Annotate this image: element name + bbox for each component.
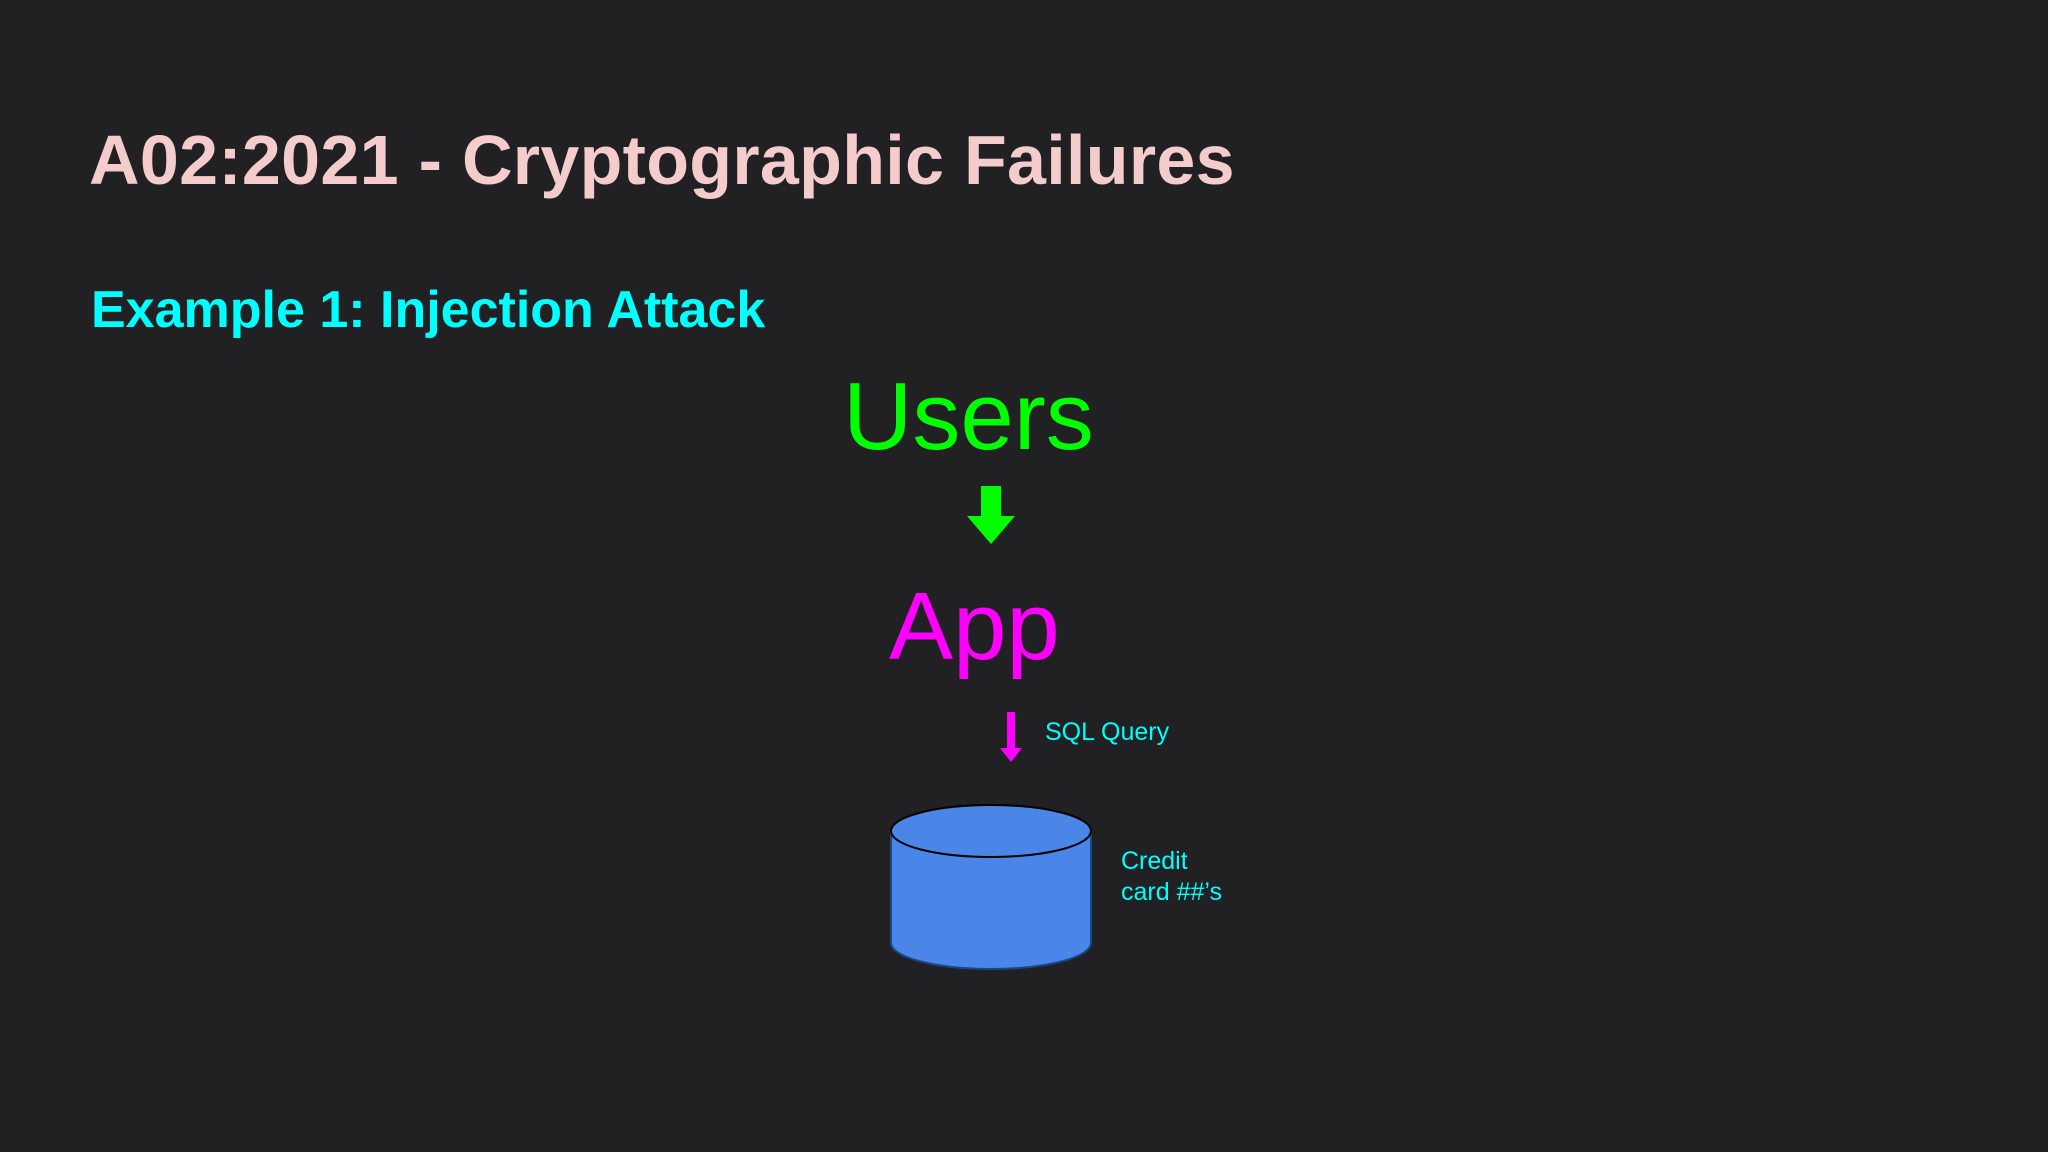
database-label-line-1: Credit bbox=[1121, 847, 1188, 875]
users-node-label: Users bbox=[843, 363, 1094, 470]
users-to-app-arrow-icon bbox=[967, 486, 1015, 544]
slide-title: A02:2021 - Cryptographic Failures bbox=[89, 121, 1235, 199]
database-cylinder-icon bbox=[890, 804, 1092, 970]
database-label: Credit card ##’s bbox=[1121, 846, 1222, 908]
slide-subtitle: Example 1: Injection Attack bbox=[91, 281, 766, 339]
app-node-label: App bbox=[889, 573, 1060, 680]
app-to-database-arrow-icon bbox=[1000, 712, 1022, 762]
database-label-line-2: card ##’s bbox=[1121, 878, 1222, 906]
sql-query-label: SQL Query bbox=[1045, 718, 1170, 746]
